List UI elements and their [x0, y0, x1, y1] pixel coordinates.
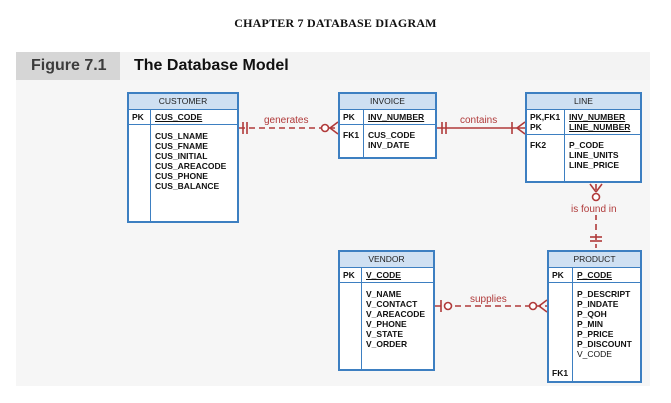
entity-title: CUSTOMER [129, 94, 237, 110]
pk-marker: PK [530, 122, 542, 132]
figure-number: Figure 7.1 [16, 52, 120, 80]
attribute: CUS_FNAME [155, 141, 208, 151]
attribute: P_PRICE [577, 329, 614, 339]
entity-title: LINE [527, 94, 640, 110]
attribute: CUS_PHONE [155, 171, 208, 181]
entity-title: INVOICE [340, 94, 435, 110]
foreign-key-attribute: V_CODE [577, 349, 612, 359]
relationship-label-contains: contains [458, 115, 500, 126]
entity-invoice: INVOICE PK INV_NUMBER FK1 CUS_CODE INV_D… [338, 92, 437, 159]
attribute: CUS_LNAME [155, 131, 208, 141]
entity-line: LINE PK,FK1 PK INV_NUMBER LINE_NUMBER FK… [525, 92, 642, 183]
attribute: LINE_PRICE [569, 160, 620, 170]
entity-product: PRODUCT PK P_CODE FK1 P_DESCRIPT P_INDAT… [547, 250, 642, 383]
attribute: CUS_AREACODE [155, 161, 227, 171]
pk-marker: PK [340, 110, 364, 124]
attribute: P_DISCOUNT [577, 339, 632, 349]
attribute: P_MIN [577, 319, 603, 329]
attribute: P_CODE [569, 140, 604, 150]
entity-title: PRODUCT [549, 252, 640, 268]
primary-key-attribute: INV_NUMBER [569, 112, 626, 122]
attribute: CUS_INITIAL [155, 151, 208, 161]
figure-title: The Database Model [134, 57, 289, 74]
attribute: CUS_BALANCE [155, 181, 220, 191]
attribute: CUS_CODE [368, 130, 416, 140]
attribute: INV_DATE [368, 140, 410, 150]
relationship-label-supplies: supplies [468, 294, 509, 305]
pk-marker: PK [129, 110, 151, 124]
pk-marker: PK [340, 268, 362, 282]
entity-customer: CUSTOMER PK CUS_CODE CUS_LNAME CUS_FNAME… [127, 92, 239, 223]
figure-caption-bar [16, 52, 650, 80]
entity-title: VENDOR [340, 252, 433, 268]
attribute: V_ORDER [366, 339, 408, 349]
pk-marker: PK,FK1 [530, 112, 561, 122]
fk-marker: FK2 [527, 135, 565, 181]
attribute: P_QOH [577, 309, 607, 319]
attribute: V_STATE [366, 329, 403, 339]
relationship-label-generates: generates [262, 115, 311, 126]
pk-marker: PK [549, 268, 573, 282]
attribute: V_AREACODE [366, 309, 426, 319]
primary-key-attribute: CUS_CODE [155, 112, 203, 122]
attribute: P_DESCRIPT [577, 289, 631, 299]
attribute: P_INDATE [577, 299, 619, 309]
attribute: V_NAME [366, 289, 402, 299]
relationship-label-is-found-in: is found in [569, 204, 619, 215]
attribute: V_PHONE [366, 319, 407, 329]
chapter-heading: CHAPTER 7 DATABASE DIAGRAM [234, 16, 437, 30]
primary-key-attribute: INV_NUMBER [368, 112, 425, 122]
fk-marker: FK1 [552, 368, 569, 378]
entity-vendor: VENDOR PK V_CODE V_NAME V_CONTACT V_AREA… [338, 250, 435, 371]
primary-key-attribute: P_CODE [577, 270, 612, 280]
fk-marker: FK1 [340, 125, 364, 157]
attribute: V_CONTACT [366, 299, 418, 309]
attribute: LINE_UNITS [569, 150, 619, 160]
primary-key-attribute: V_CODE [366, 270, 401, 280]
primary-key-attribute: LINE_NUMBER [569, 122, 631, 132]
